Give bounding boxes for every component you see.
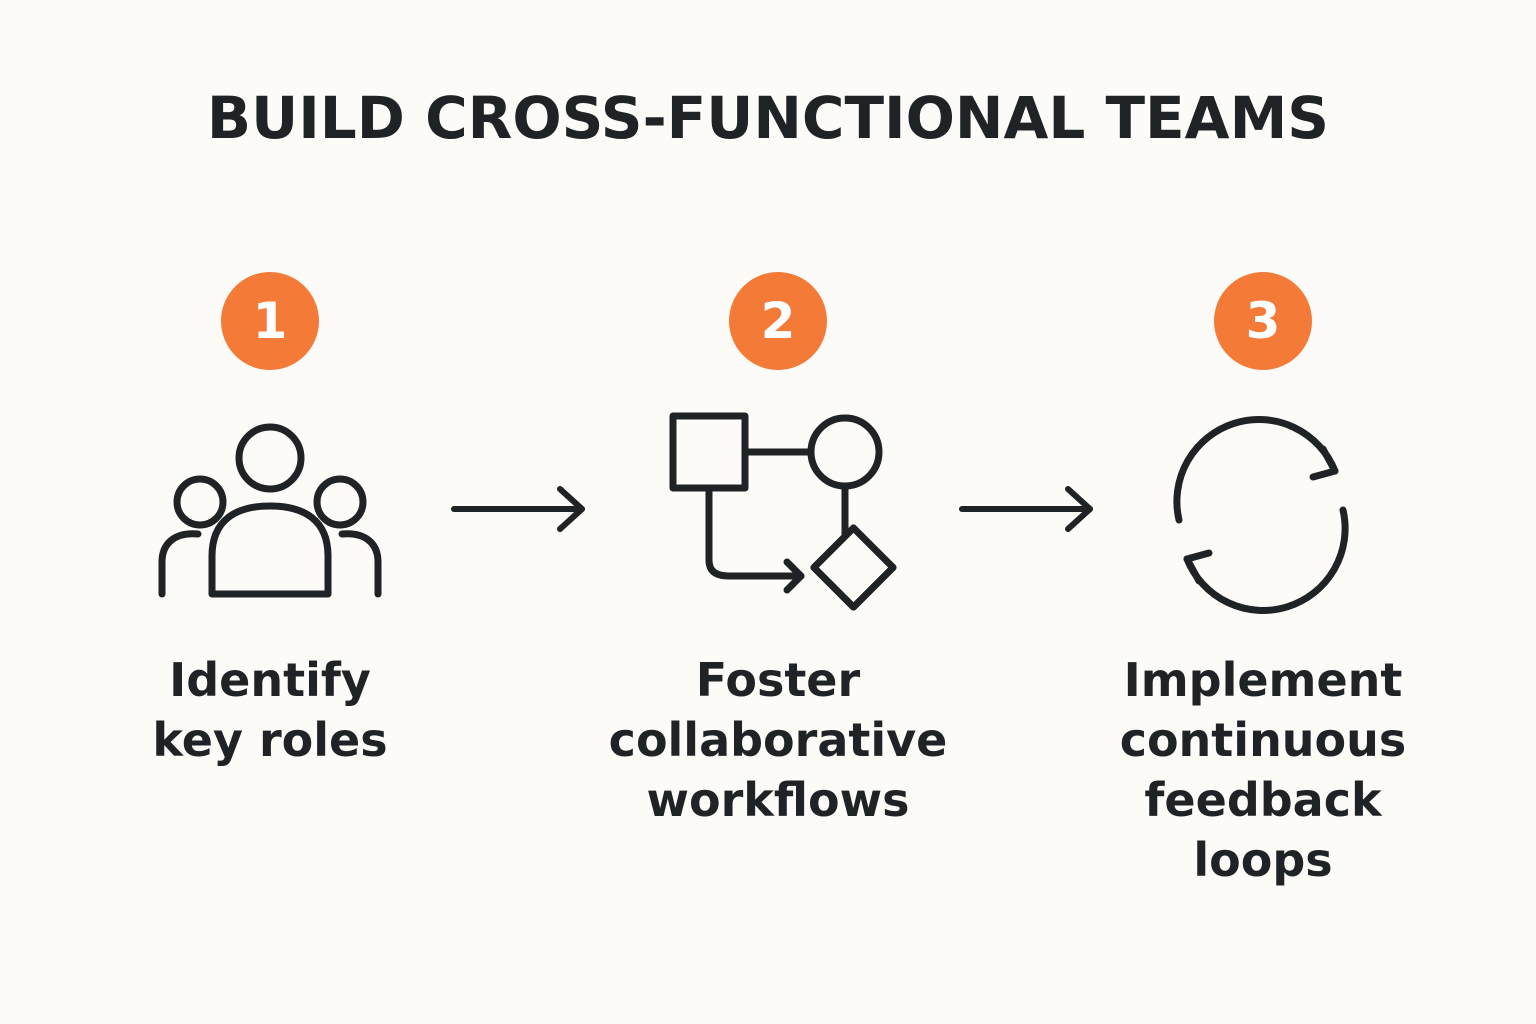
- step-label: Foster collaborative workflows: [608, 653, 948, 827]
- people-group-icon: [158, 423, 382, 598]
- step-number-badge: 3: [1214, 272, 1312, 370]
- step-label: Identify key roles: [152, 653, 388, 767]
- step-foster-collaborative-workflows: 2 Foster collaborative workflows: [588, 272, 968, 912]
- refresh-cycle-icon: [1173, 416, 1349, 614]
- page-title: BUILD CROSS-FUNCTIONAL TEAMS: [206, 84, 1330, 152]
- step-label: Implement continuous feedback loops: [1119, 653, 1407, 887]
- step-number-badge: 1: [221, 272, 319, 370]
- arrow-right-icon: [451, 486, 585, 532]
- step-number-badge: 2: [729, 272, 827, 370]
- step-implement-continuous-feedback-loops: 3 Implement continuous feedback loops: [1073, 272, 1453, 912]
- step-identify-key-roles: 1 Identify key roles: [80, 272, 460, 912]
- workflow-diagram-icon: [669, 412, 897, 611]
- arrow-right-icon: [959, 486, 1093, 532]
